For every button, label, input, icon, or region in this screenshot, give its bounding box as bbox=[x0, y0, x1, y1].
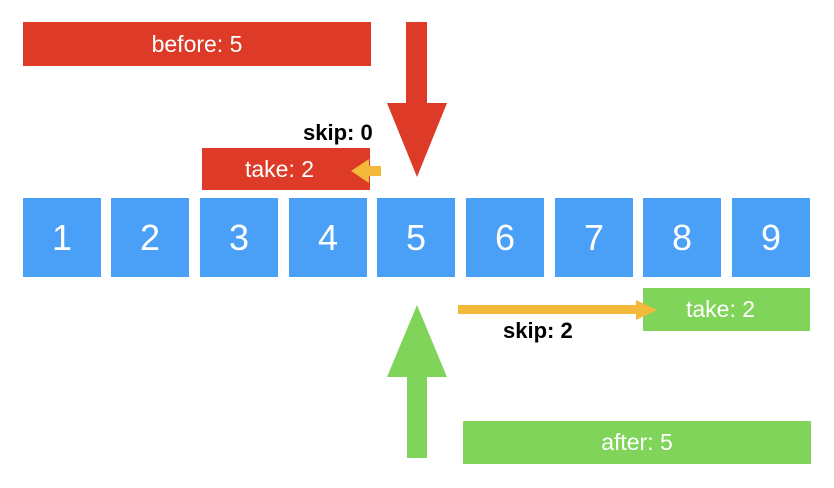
forward-take-label: take: 2 bbox=[643, 288, 810, 331]
forward-skip-arrow-icon bbox=[458, 300, 657, 320]
before-down-arrow-icon bbox=[387, 22, 447, 177]
backward-take-label: take: 2 bbox=[202, 148, 370, 190]
sequence-item-4: 4 bbox=[289, 198, 367, 277]
sequence-item-9: 9 bbox=[732, 198, 810, 277]
after-up-arrow-icon bbox=[387, 305, 447, 458]
before-label: before: 5 bbox=[23, 22, 371, 66]
sequence-item-6: 6 bbox=[466, 198, 544, 277]
backward-skip-label: skip: 0 bbox=[303, 120, 373, 145]
sequence-item-5: 5 bbox=[377, 198, 455, 277]
sequence-item-8: 8 bbox=[643, 198, 721, 277]
sequence-item-3: 3 bbox=[200, 198, 278, 277]
sequence-item-1: 1 bbox=[23, 198, 101, 277]
sequence-item-2: 2 bbox=[111, 198, 189, 277]
sequence-item-7: 7 bbox=[555, 198, 633, 277]
after-label: after: 5 bbox=[463, 421, 811, 464]
forward-skip-label: skip: 2 bbox=[503, 318, 573, 343]
